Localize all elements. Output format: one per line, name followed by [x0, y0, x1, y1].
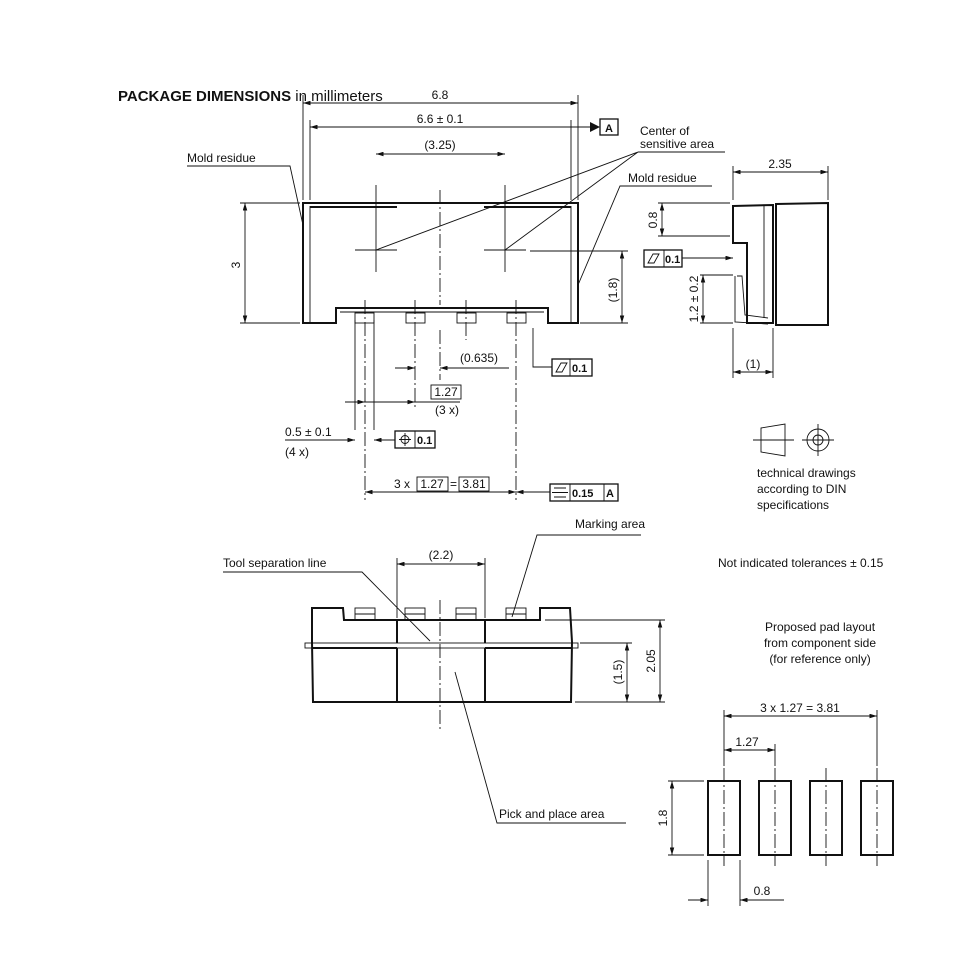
top-view: 6.8 A 6.6 ± 0.1 (3.25) Center of sensiti… — [187, 88, 725, 502]
center-label: Center of — [640, 124, 690, 138]
dim-overall-width: 6.8 — [432, 88, 449, 102]
dim-body-width: 6.6 ± 0.1 — [417, 112, 464, 126]
pins — [354, 312, 527, 324]
position-tolerance: 0.1 — [417, 435, 432, 447]
span-eq: = — [450, 477, 457, 491]
dim-total-height: 2.05 — [644, 649, 658, 673]
pitch-count: (3 x) — [435, 403, 459, 417]
tolerance-note: Not indicated tolerances ± 0.15 — [718, 556, 884, 570]
pad-layout-caption: (for reference only) — [769, 652, 870, 666]
pad-span-dim: 3 x 1.27 = 3.81 — [760, 701, 840, 715]
mold-residue-right-label: Mold residue — [628, 171, 697, 185]
pad-layout-caption: from component side — [764, 636, 876, 650]
pitch-value: 1.27 — [434, 385, 458, 399]
span-total: 3.81 — [462, 477, 486, 491]
projection-symbol-icon — [753, 423, 834, 457]
din-note-line: specifications — [757, 498, 829, 512]
dim-mid-height: (1.5) — [611, 660, 625, 685]
dim-offset: (0.635) — [460, 351, 498, 365]
dim-top: 0.8 — [646, 211, 660, 228]
tool-separation-label: Tool separation line — [223, 556, 327, 570]
dim-height: 3 — [229, 261, 243, 268]
page-title: PACKAGE DIMENSIONS in millimeters — [118, 88, 383, 105]
dim-pick-width: (2.2) — [429, 548, 454, 562]
span-dimension: 3 x — [394, 477, 410, 491]
dim-center-height: (1.8) — [606, 278, 620, 303]
din-note-line: according to DIN — [757, 482, 846, 496]
center-label-2: sensitive area — [640, 137, 714, 151]
dim-lead-depth: (1) — [746, 357, 761, 371]
pick-place-label: Pick and place area — [499, 807, 605, 821]
marking-area-label: Marking area — [575, 517, 645, 531]
flatness-value: 0.1 — [572, 363, 587, 375]
mold-residue-left-label: Mold residue — [187, 151, 256, 165]
pad-pitch-dim: 1.27 — [735, 735, 759, 749]
span-pitch: 1.27 — [420, 477, 444, 491]
din-note-line: technical drawings — [757, 466, 856, 480]
datum-a: A — [605, 123, 613, 135]
pad-layout: 3 x 1.27 = 3.81 1.27 1.8 0.8 — [656, 701, 894, 906]
pad-width-dim: 0.8 — [754, 884, 771, 898]
symmetry-datum: A — [606, 488, 614, 500]
bottom-pins — [354, 607, 527, 621]
pad-layout-caption: Proposed pad layout — [765, 620, 876, 634]
dim-depth: 2.35 — [768, 157, 792, 171]
bottom-view: (2.2) Tool separation line Marking area … — [223, 517, 665, 824]
pin-width: 0.5 ± 0.1 — [285, 425, 332, 439]
side-flatness-value: 0.1 — [665, 254, 680, 266]
pin-count: (4 x) — [285, 445, 309, 459]
pad-length-dim: 1.8 — [656, 809, 670, 826]
dim-lead: 1.2 ± 0.2 — [687, 275, 701, 322]
symmetry-value: 0.15 — [572, 488, 593, 500]
side-view: 2.35 0.8 0.1 1.2 ± 0.2 (1) — [643, 157, 829, 378]
dim-sensitive-spacing: (3.25) — [424, 138, 455, 152]
